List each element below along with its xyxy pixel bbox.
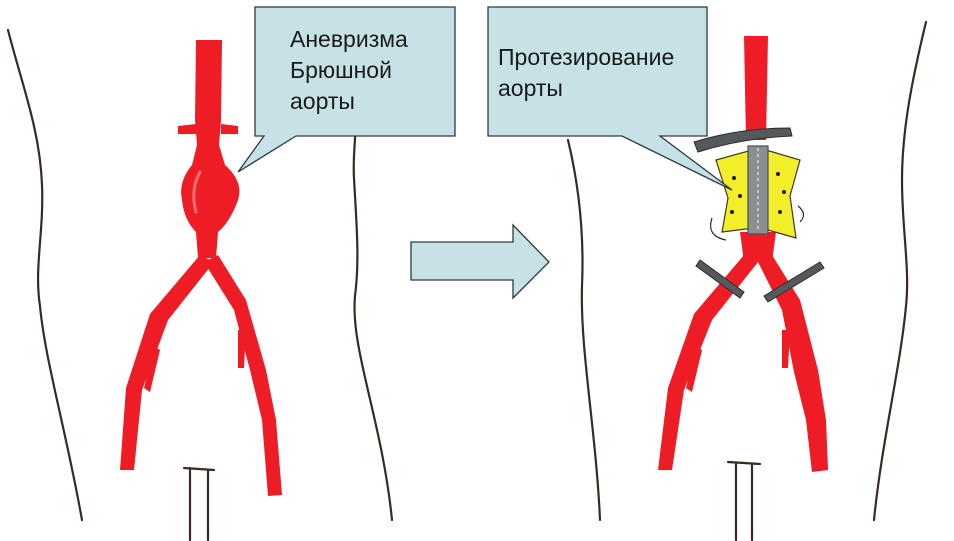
right-callout-box (487, 6, 733, 191)
aneurysm-highlight (192, 170, 202, 214)
right-aorta-repaired (658, 36, 828, 472)
aneurysm-label-line: аорты (290, 88, 355, 114)
graft-patch-dots (730, 172, 786, 214)
prosthesis-label: Протезирование аорты (498, 42, 674, 104)
prosthesis-label-line: аорты (498, 75, 563, 101)
right-body-outline (566, 20, 928, 541)
graft-patch (715, 149, 801, 239)
prosthesis-label-line: Протезирование (498, 44, 675, 70)
suture-threads (710, 205, 805, 241)
vascular-clamp (693, 127, 825, 303)
left-callout-box (237, 6, 456, 173)
aneurysm-label: Аневризма Брюшной аорты (290, 24, 408, 117)
left-body-outline (6, 28, 394, 541)
aneurysm-label-line: Аневризма (290, 26, 408, 52)
right-arrow-icon (410, 223, 550, 300)
aneurysm-label-line: Брюшной (290, 57, 392, 83)
